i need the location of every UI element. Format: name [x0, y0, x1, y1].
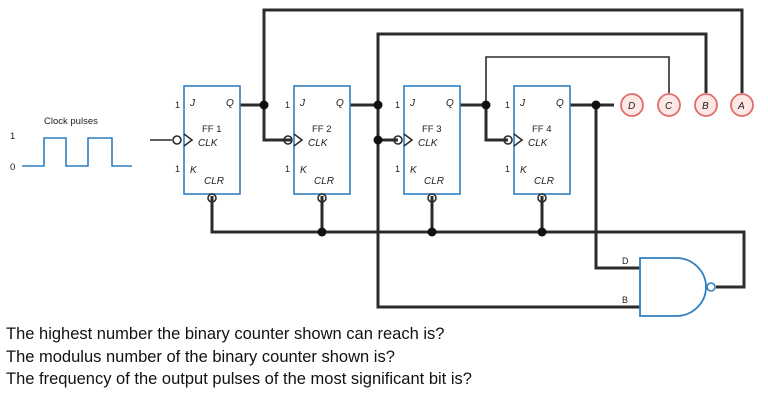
ff3-clock-triangle: [403, 133, 414, 147]
ff2-clk-label: CLK: [308, 138, 329, 149]
wire-nand-output: [210, 196, 746, 289]
ff1-clr-bubble: [207, 193, 217, 203]
output-a-circle: [730, 93, 754, 117]
nand-input-d-label: D: [622, 256, 629, 266]
ff1-q-label: Q: [226, 98, 234, 109]
ff3-q-label: Q: [446, 98, 454, 109]
junction-dot: [481, 100, 491, 110]
nand-input-b-label: B: [622, 295, 628, 305]
clock-pulses: Clock pulses 1 0: [10, 116, 132, 173]
wire-a-feedback: [262, 8, 744, 105]
clock-waveform: [22, 137, 132, 167]
nand-gate: D B: [622, 256, 716, 317]
ff1-clr-label: CLR: [204, 176, 224, 187]
nand-output-bubble: [706, 282, 716, 292]
junction-dot: [373, 100, 383, 110]
output-labels: D C B A: [620, 93, 754, 117]
ff4-j-input: 1: [505, 100, 510, 110]
flip-flop-4: FF 4 J Q CLK K CLR 1 1: [503, 85, 571, 203]
clock-low-level: 0: [10, 162, 15, 173]
junction-dot: [427, 227, 437, 237]
ff2-clock-triangle: [293, 133, 304, 147]
output-d-label: D: [628, 101, 635, 112]
circuit-wires: [150, 8, 746, 309]
clock-high-level: 1: [10, 131, 15, 142]
ff4-clock-bubble: [503, 135, 513, 145]
ff2-j-label: J: [299, 98, 306, 109]
clock-label: Clock pulses: [44, 116, 98, 127]
counter-circuit-diagram: Clock pulses 1 0 FF 1 J Q CLK K CLR 1 1 …: [10, 8, 754, 317]
junction-dot: [317, 227, 327, 237]
ff2-k-input: 1: [285, 164, 290, 174]
question-2: The modulus number of the binary counter…: [6, 347, 395, 366]
ff3-k-input: 1: [395, 164, 400, 174]
ff1-clock-bubble: [172, 135, 182, 145]
ff3-clr-bubble: [427, 193, 437, 203]
output-b-circle: [694, 93, 718, 117]
ff2-j-input: 1: [285, 100, 290, 110]
flip-flop-2: FF 2 J Q CLK K CLR 1 1: [283, 85, 351, 203]
ff2-k-label: K: [300, 165, 308, 176]
junction-dot: [591, 100, 601, 110]
ff3-clr-label: CLR: [424, 176, 444, 187]
ff1-j-label: J: [189, 98, 196, 109]
question-3: The frequency of the output pulses of th…: [6, 370, 472, 388]
ff4-name: FF 4: [532, 124, 552, 135]
wire-ff2-clock: [262, 105, 291, 142]
ff1-clock-triangle: [183, 133, 194, 147]
ff3-j-input: 1: [395, 100, 400, 110]
flip-flop-1: FF 1 J Q CLK K CLR 1 1: [172, 85, 241, 203]
output-c-label: C: [665, 101, 673, 112]
flip-flop-3: FF 3 J Q CLK K CLR 1 1: [393, 85, 461, 203]
ff1-clk-label: CLK: [198, 138, 219, 149]
output-a-label: A: [737, 101, 745, 112]
ff4-clock-triangle: [513, 133, 524, 147]
ff2-clock-bubble: [283, 135, 293, 145]
junction-dots: [259, 100, 601, 237]
ff4-clr-label: CLR: [534, 176, 554, 187]
output-d-circle: [620, 93, 644, 117]
ff1-name: FF 1: [202, 124, 222, 135]
ff2-name: FF 2: [312, 124, 332, 135]
ff4-clk-label: CLK: [528, 138, 549, 149]
question-1: The highest number the binary counter sh…: [6, 325, 445, 343]
ff3-k-label: K: [410, 165, 418, 176]
ff3-name: FF 3: [422, 124, 442, 135]
ff2-clr-label: CLR: [314, 176, 334, 187]
output-b-label: B: [702, 101, 709, 112]
wire-b-to-nand: [376, 140, 640, 309]
ff3-j-label: J: [409, 98, 416, 109]
wire-ff3-clock: [376, 105, 398, 142]
ff1-j-input: 1: [175, 100, 180, 110]
junction-dot: [537, 227, 547, 237]
junction-dot: [373, 135, 383, 145]
ff3-clk-label: CLK: [418, 138, 439, 149]
ff1-k-label: K: [190, 165, 198, 176]
ff4-clr-bubble: [537, 193, 547, 203]
ff4-q-label: Q: [556, 98, 564, 109]
wire-b-line: [376, 32, 708, 105]
question-list: The highest number the binary counter sh…: [6, 323, 472, 391]
output-c-circle: [657, 93, 681, 117]
ff2-q-label: Q: [336, 98, 344, 109]
junction-dot: [259, 100, 269, 110]
wire-c-line: [485, 56, 670, 105]
ff4-j-label: J: [519, 98, 526, 109]
ff4-k-label: K: [520, 165, 528, 176]
ff3-clock-bubble: [393, 135, 403, 145]
ff1-k-input: 1: [175, 164, 180, 174]
ff4-k-input: 1: [505, 164, 510, 174]
wire-d-to-nand: [594, 105, 640, 270]
nand-body: [639, 257, 707, 317]
wire-ff4-clock: [484, 105, 508, 142]
ff2-clr-bubble: [317, 193, 327, 203]
